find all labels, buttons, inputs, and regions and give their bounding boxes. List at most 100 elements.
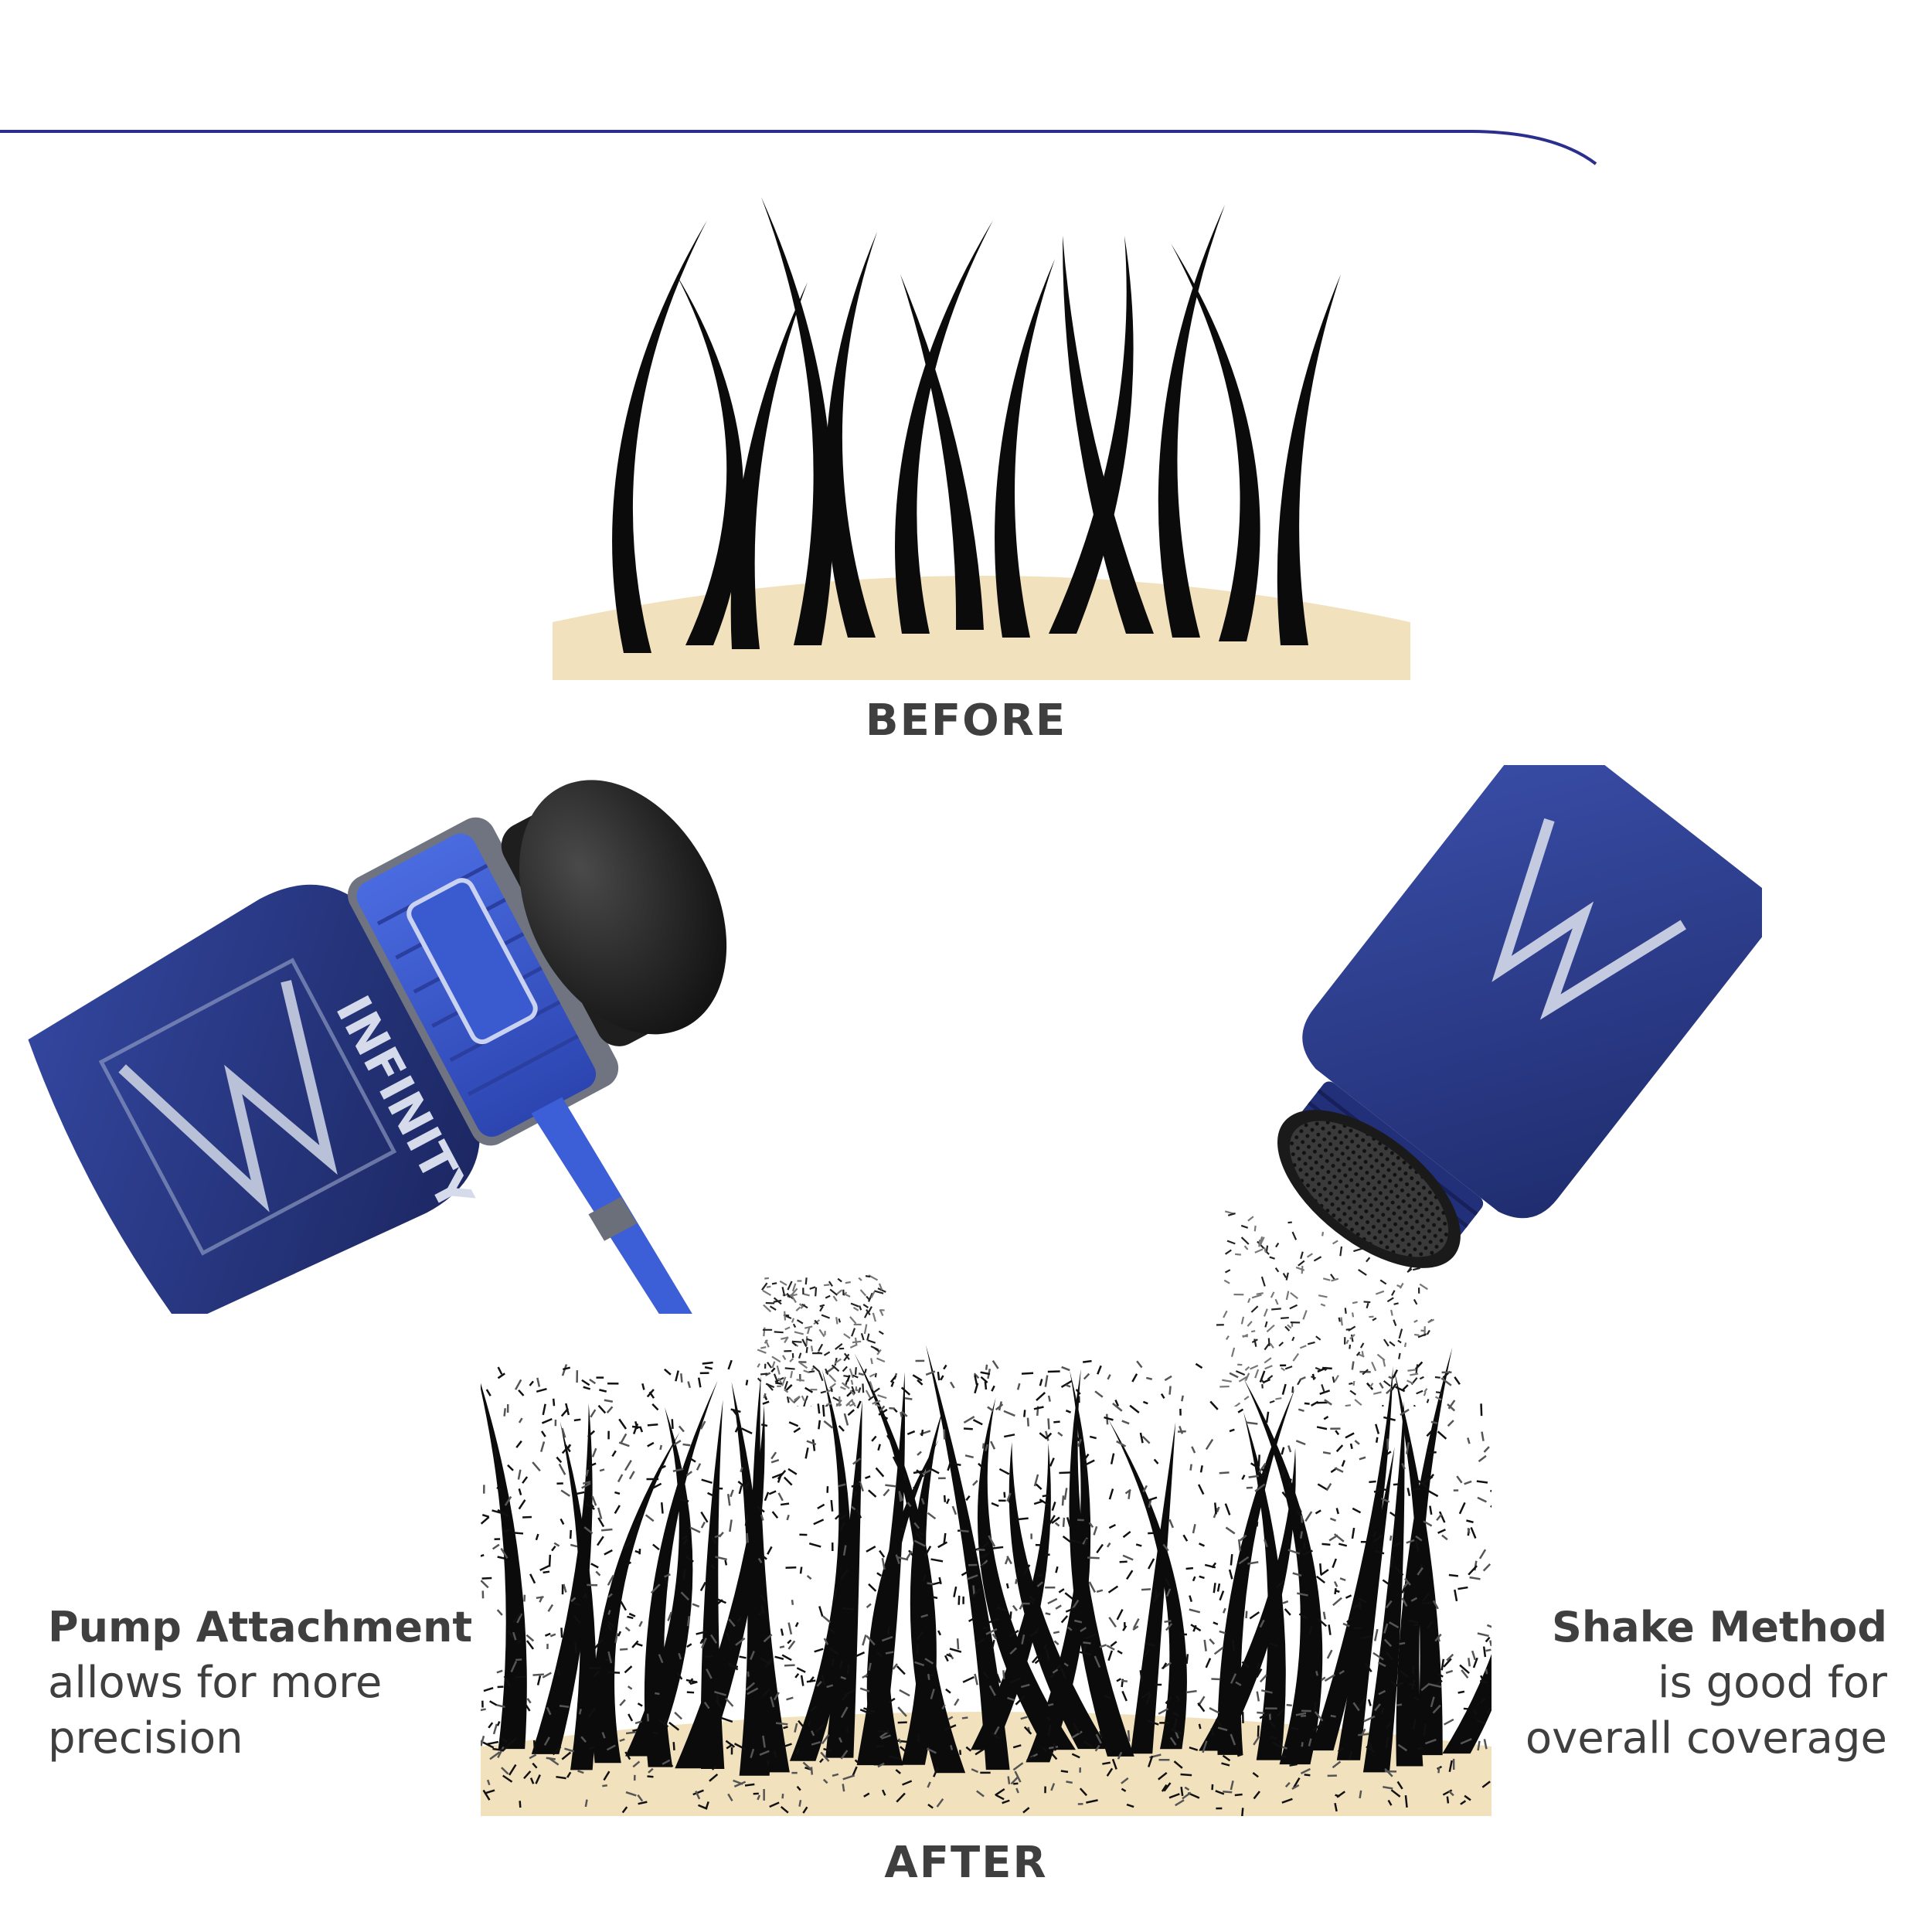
fiber-particle [940,1375,944,1381]
fiber-particle [607,1610,611,1615]
fiber-particle [707,1492,715,1497]
fiber-particle [842,1607,855,1611]
fiber-particle [1362,1369,1369,1376]
fiber-particle [1437,1636,1440,1642]
fiber-particle [512,1613,522,1624]
fiber-particle [1107,1650,1114,1662]
fiber-particle [806,1338,813,1342]
fiber-particle [1089,1435,1097,1440]
fiber-particle [876,1572,882,1577]
fiber-particle [1413,1623,1419,1628]
fiber-particle [892,1663,898,1670]
fiber-particle [607,1624,613,1632]
fiber-particle [680,1373,683,1383]
fiber-particle [516,1639,522,1645]
fiber-particle [1003,1434,1015,1438]
hair-strand [1243,1412,1286,1760]
fiber-particle [1481,1431,1485,1441]
fiber-particle [1053,1420,1060,1423]
fiber-particle [1386,1297,1394,1303]
fiber-particle [945,1688,951,1694]
fiber-particle [973,1372,980,1379]
hair-strand [1026,1370,1091,1763]
fiber-particle [771,1282,777,1285]
fiber-particle [867,1489,877,1498]
fiber-particle [607,1593,613,1598]
fiber-particle [1420,1329,1426,1332]
fiber-particle [535,1533,539,1541]
fiber-particle [1391,1290,1396,1296]
fiber-particle [1308,1625,1313,1635]
fiber-particle [682,1538,689,1546]
fiber-particle [1436,1513,1443,1522]
fiber-particle [1250,1330,1256,1333]
fiber-particle [1223,1310,1228,1318]
fiber-particle [673,1439,682,1446]
fiber-particle [529,1380,534,1386]
fiber-particle [1304,1511,1313,1522]
fiber-particle [587,1707,597,1718]
fiber-particle [703,1701,710,1709]
fiber-particle [602,1784,607,1787]
fiber-particle [1359,1790,1362,1799]
before-illustration [553,197,1410,680]
fiber-particle [790,1370,794,1379]
shake-caption-line2: overall coverage [1525,1713,1887,1764]
fiber-particle [1021,1634,1026,1645]
fiber-particle [811,1741,821,1746]
fiber-particle [1158,1707,1169,1715]
fiber-particle [485,1389,492,1396]
fiber-particle [497,1366,503,1375]
fiber-particle [1256,1662,1260,1669]
fiber-particle [1264,1365,1273,1370]
fiber-particle [1351,1361,1355,1370]
fiber-particle [507,1464,514,1471]
fiber-particle [1209,1400,1219,1410]
fiber-particle [532,1762,538,1769]
fiber-particle [662,1759,671,1765]
fiber-particle [625,1791,637,1797]
fiber-particle [549,1633,556,1638]
fiber-particle [961,1716,968,1719]
fiber-particle [1392,1369,1399,1379]
fiber-particle [978,1462,985,1471]
fiber-particle [1476,1719,1486,1725]
fiber-particle [525,1703,531,1712]
fiber-particle [573,1601,581,1607]
fiber-particle [1231,1640,1236,1651]
fiber-particle [1458,1690,1465,1694]
fiber-particle [1254,1483,1266,1492]
hair-strand [1009,1442,1109,1750]
fiber-particle [1291,1231,1298,1240]
fiber-particle [1366,1302,1369,1309]
fiber-particle [1066,1517,1071,1527]
fiber-particle [1107,1585,1119,1594]
fiber-particle [1235,1681,1242,1686]
fiber-particle [964,1454,974,1459]
fiber-particle [859,1289,867,1297]
fiber-particle [624,1751,631,1760]
fiber-particle [1020,1716,1028,1720]
fiber-particle [913,1470,923,1475]
fiber-particle [1015,1578,1018,1584]
fiber-particle [1301,1515,1304,1523]
fiber-particle [1377,1487,1389,1492]
fiber-particle [756,1505,765,1513]
fiber-particle [976,1790,985,1798]
fiber-particle [1053,1631,1060,1634]
fiber-particle [1082,1537,1089,1545]
fiber-particle [1029,1631,1039,1638]
fiber-particle [1479,1679,1488,1684]
fiber-particle [1333,1580,1338,1587]
fiber-particle [1197,1484,1205,1495]
fiber-particle [569,1529,573,1539]
hair-strand [481,1383,527,1750]
fiber-particle [823,1747,832,1753]
fiber-particle [1009,1647,1018,1655]
fiber-particle [868,1583,877,1592]
fiber-particle [889,1755,901,1760]
fiber-particle [1213,1646,1224,1655]
fiber-particle [1349,1334,1355,1340]
fiber-particle [1352,1702,1360,1712]
fiber-particle [620,1648,628,1651]
